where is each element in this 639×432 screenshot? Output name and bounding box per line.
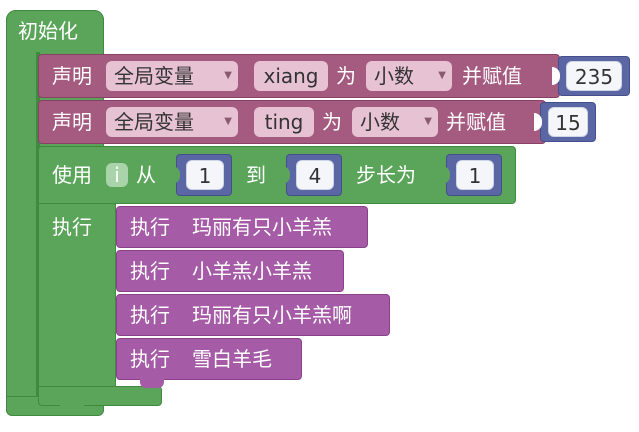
variable-name-field[interactable]: ting [254, 107, 314, 137]
number-field[interactable]: 1 [456, 160, 494, 190]
exec-text: 玛丽有只小羊羔啊 [192, 303, 352, 327]
scope-value: 全局变量 [114, 64, 194, 88]
exec-notch [140, 378, 164, 388]
to-label: 到 [246, 163, 266, 187]
number-field[interactable]: 4 [296, 160, 334, 190]
declare-keyword: 声明 [52, 64, 92, 88]
init-block-top [6, 10, 104, 54]
as-label: 为 [322, 110, 342, 134]
scope-dropdown[interactable]: 全局变量 ▼ [106, 61, 238, 91]
value-socket [552, 67, 560, 85]
value-socket [534, 113, 542, 131]
variable-name-field[interactable]: xiang [254, 61, 328, 91]
exec-block[interactable] [116, 294, 390, 336]
for-loop-footer [38, 386, 162, 406]
as-label: 为 [336, 64, 356, 88]
use-label: 使用 [52, 163, 92, 187]
init-notch [60, 404, 84, 414]
type-dropdown[interactable]: 小数 ▼ [366, 61, 452, 91]
chevron-down-icon: ▼ [438, 70, 446, 81]
assign-label: 并赋值 [462, 64, 522, 88]
chevron-down-icon: ▼ [224, 116, 232, 127]
exec-text: 雪白羊毛 [192, 347, 272, 371]
number-field[interactable]: 235 [566, 61, 622, 91]
init-label: 初始化 [18, 19, 78, 43]
from-label: 从 [136, 163, 156, 187]
exec-block[interactable] [116, 250, 344, 292]
exec-text: 小羊羔小羊羔 [192, 259, 312, 283]
type-value: 小数 [360, 110, 400, 134]
exec-block[interactable] [116, 206, 368, 248]
do-label: 执行 [52, 215, 92, 239]
type-dropdown[interactable]: 小数 ▼ [352, 107, 438, 137]
value-socket [172, 166, 180, 184]
scope-dropdown[interactable]: 全局变量 ▼ [106, 107, 238, 137]
exec-text: 玛丽有只小羊羔 [192, 215, 332, 239]
chevron-down-icon: ▼ [424, 116, 432, 127]
number-field[interactable]: 15 [548, 107, 588, 137]
value-socket [442, 166, 450, 184]
exec-keyword: 执行 [130, 215, 170, 239]
type-value: 小数 [374, 64, 414, 88]
assign-label: 并赋值 [446, 110, 506, 134]
value-socket [282, 166, 290, 184]
scope-value: 全局变量 [114, 110, 194, 134]
number-field[interactable]: 1 [186, 160, 224, 190]
exec-keyword: 执行 [130, 303, 170, 327]
exec-keyword: 执行 [130, 259, 170, 283]
loop-variable-field[interactable]: i [106, 163, 128, 187]
exec-keyword: 执行 [130, 347, 170, 371]
declare-keyword: 声明 [52, 110, 92, 134]
step-label: 步长为 [356, 163, 416, 187]
chevron-down-icon: ▼ [224, 70, 232, 81]
exec-block[interactable] [116, 338, 302, 380]
